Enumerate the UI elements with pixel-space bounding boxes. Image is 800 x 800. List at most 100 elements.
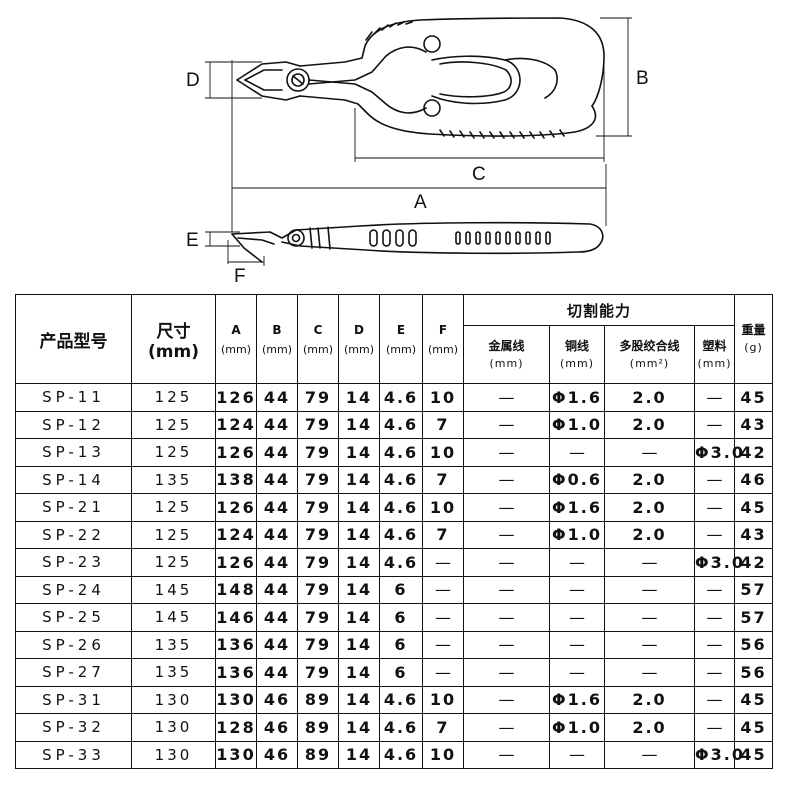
cell-dim-a: 126 bbox=[215, 493, 257, 522]
cell-weight: 42 bbox=[734, 438, 774, 467]
cell-size: 135 bbox=[131, 630, 216, 659]
cell-dim-c: 79 bbox=[297, 465, 339, 494]
cell-cap-stranded: 2.0 bbox=[604, 493, 695, 522]
cell-cap-copper: Φ1.6 bbox=[549, 383, 605, 412]
header-dim-b-unit: (mm) bbox=[261, 342, 292, 356]
cell-cap-copper: Φ1.6 bbox=[549, 493, 605, 522]
cell-size: 125 bbox=[131, 383, 216, 412]
cell-cap-plastic: — bbox=[693, 658, 736, 687]
header-dim-f-letter: F bbox=[438, 322, 448, 337]
cell-dim-c: 79 bbox=[297, 383, 339, 412]
cell-weight: 46 bbox=[734, 465, 774, 494]
cell-weight: 45 bbox=[734, 713, 774, 742]
cell-model: SP-24 bbox=[15, 575, 132, 604]
cell-cap-stranded: 2.0 bbox=[604, 410, 695, 439]
cell-dim-b: 46 bbox=[256, 685, 298, 714]
cell-model: SP-11 bbox=[15, 383, 132, 412]
cell-size: 145 bbox=[131, 575, 216, 604]
header-cap-copper-unit: (mm) bbox=[559, 356, 594, 370]
cell-cap-metal: — bbox=[463, 438, 550, 467]
cell-dim-f: 7 bbox=[422, 520, 464, 549]
cell-dim-d: 14 bbox=[338, 658, 380, 687]
cell-cap-copper: Φ1.0 bbox=[549, 410, 605, 439]
cell-cap-plastic: — bbox=[693, 383, 736, 412]
cell-dim-a: 126 bbox=[215, 438, 257, 467]
cell-size: 130 bbox=[131, 740, 216, 769]
cell-dim-b: 44 bbox=[256, 383, 298, 412]
cell-dim-e: 6 bbox=[379, 603, 423, 632]
header-dim-e-unit: (mm) bbox=[385, 342, 416, 356]
cell-dim-b: 44 bbox=[256, 438, 298, 467]
cell-dim-f: 7 bbox=[422, 465, 464, 494]
cell-cap-copper: — bbox=[549, 575, 605, 604]
dim-label-a: A bbox=[414, 192, 427, 213]
cell-size: 130 bbox=[131, 685, 216, 714]
cell-dim-c: 89 bbox=[297, 740, 339, 769]
header-capacity: 切割能力 bbox=[462, 294, 736, 326]
header-row-1: 产品型号 尺寸 (mm) A(mm) B(mm) C(mm) D(mm) E(m… bbox=[15, 294, 774, 384]
cell-dim-b: 44 bbox=[256, 493, 298, 522]
header-dim-a: A(mm) bbox=[215, 294, 257, 384]
dim-label-d: D bbox=[186, 70, 200, 91]
header-dim-a-unit: (mm) bbox=[220, 342, 251, 356]
header-dim-b: B(mm) bbox=[256, 294, 298, 384]
header-cap-copper-name: 铜线 bbox=[564, 338, 589, 353]
cell-cap-copper: Φ0.6 bbox=[549, 465, 605, 494]
cell-cap-metal: — bbox=[463, 603, 550, 632]
cell-dim-d: 14 bbox=[338, 465, 380, 494]
header-cap-plastic-unit: (mm) bbox=[697, 356, 732, 370]
cell-cap-metal: — bbox=[463, 465, 550, 494]
cell-dim-c: 79 bbox=[297, 410, 339, 439]
cell-dim-b: 44 bbox=[256, 630, 298, 659]
cell-cap-stranded: — bbox=[604, 575, 695, 604]
cell-dim-b: 44 bbox=[256, 575, 298, 604]
cell-model: SP-22 bbox=[15, 520, 132, 549]
header-row-2: 金属线(mm) 铜线(mm) 多股绞合线(mm²) 塑料(mm) bbox=[16, 325, 773, 384]
cell-dim-e: 4.6 bbox=[379, 465, 423, 494]
header-dim-d: D(mm) bbox=[338, 294, 380, 384]
cell-dim-f: — bbox=[422, 548, 464, 577]
cell-weight: 57 bbox=[734, 575, 774, 604]
cell-dim-c: 79 bbox=[297, 438, 339, 467]
cell-dim-a: 136 bbox=[215, 658, 257, 687]
header-cap-metal: 金属线(mm) bbox=[463, 325, 550, 384]
cell-cap-plastic: — bbox=[693, 713, 736, 742]
cell-model: SP-32 bbox=[15, 713, 132, 742]
cell-weight: 45 bbox=[734, 383, 774, 412]
cell-dim-a: 126 bbox=[215, 548, 257, 577]
cell-cap-metal: — bbox=[463, 630, 550, 659]
cell-cap-plastic: — bbox=[693, 410, 736, 439]
cell-cap-copper: — bbox=[549, 658, 605, 687]
cell-dim-d: 14 bbox=[338, 548, 380, 577]
cell-cap-plastic: — bbox=[693, 685, 736, 714]
plier-side-view bbox=[231, 221, 604, 263]
cell-size: 130 bbox=[131, 713, 216, 742]
cell-dim-a: 138 bbox=[215, 465, 257, 494]
cell-dim-e: 4.6 bbox=[379, 493, 423, 522]
cell-weight: 56 bbox=[734, 630, 774, 659]
cell-dim-d: 14 bbox=[338, 630, 380, 659]
cell-weight: 45 bbox=[734, 740, 774, 769]
dim-label-e: E bbox=[186, 230, 199, 251]
header-cap-stranded-unit: (mm²) bbox=[629, 356, 670, 370]
cell-cap-copper: — bbox=[549, 603, 605, 632]
cell-dim-f: 7 bbox=[422, 713, 464, 742]
header-dim-e-letter: E bbox=[396, 322, 406, 337]
cell-size: 135 bbox=[131, 465, 216, 494]
cell-dim-b: 46 bbox=[256, 740, 298, 769]
cell-dim-a: 136 bbox=[215, 630, 257, 659]
header-cap-plastic: 塑料(mm) bbox=[693, 325, 736, 384]
header-dim-f: F(mm) bbox=[422, 294, 464, 384]
cell-dim-b: 44 bbox=[256, 603, 298, 632]
dim-label-f: F bbox=[234, 266, 246, 287]
cell-cap-plastic: — bbox=[693, 493, 736, 522]
cell-weight: 56 bbox=[734, 658, 774, 687]
cell-cap-metal: — bbox=[463, 740, 550, 769]
